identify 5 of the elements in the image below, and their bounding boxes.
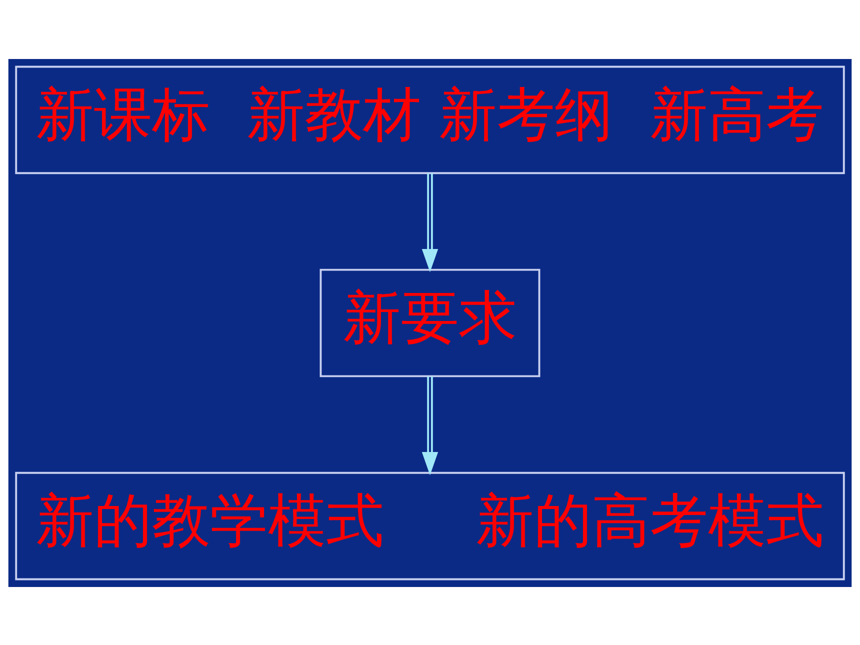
node-box: 新要求 [320, 268, 540, 377]
arrow [422, 376, 438, 475]
node-box: 新的教学模式 新的高考模式 [15, 471, 845, 580]
node-box: 新课标 新教材 新考纲 新高考 [15, 65, 845, 174]
arrow [422, 172, 438, 272]
